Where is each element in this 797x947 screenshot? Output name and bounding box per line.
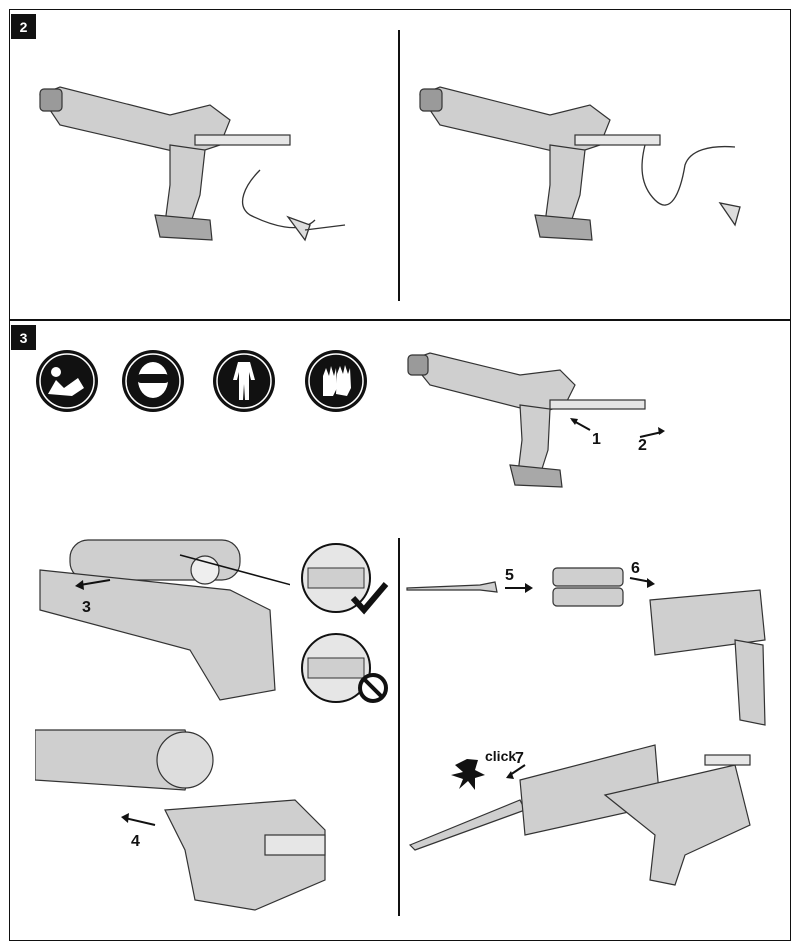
cartridge-orientation-wrong-icon: [301, 633, 388, 703]
dispenser-illustration-right: [419, 86, 741, 241]
section-3-badge: 3: [11, 325, 36, 350]
step-label-4: 4: [131, 833, 140, 850]
read-manual-icon: [36, 350, 98, 412]
step-label-5: 5: [505, 567, 514, 584]
protective-clothing-icon: [213, 350, 275, 412]
step-label-7: 7: [515, 750, 524, 767]
step-label-2: 2: [638, 437, 647, 454]
section-2-frame: [9, 9, 791, 320]
section-2-divider: [398, 30, 400, 301]
step-5-6-illustration: 5 6: [406, 560, 766, 726]
step-label-6: 6: [631, 560, 640, 577]
step-4-insert-illustration: 4: [35, 729, 326, 911]
cartridge-orientation-correct-icon: [301, 543, 389, 615]
section-3-frame: [9, 320, 791, 941]
step-3-cartridge-illustration: 3: [39, 539, 290, 701]
step-7-click-illustration: click 7: [408, 744, 751, 886]
step-labels-1-2: 1 2: [592, 431, 647, 454]
step-1-2-tool-illustration: [407, 352, 665, 488]
protective-gloves-icon: [305, 350, 367, 412]
step-label-3: 3: [82, 599, 91, 616]
eye-protection-icon: [122, 350, 184, 412]
section-2-badge: 2: [11, 14, 36, 39]
section-3-divider: [398, 538, 400, 916]
click-label: click: [485, 748, 516, 764]
dispenser-illustration-left: [39, 86, 346, 242]
step-label-1: 1: [592, 431, 601, 448]
